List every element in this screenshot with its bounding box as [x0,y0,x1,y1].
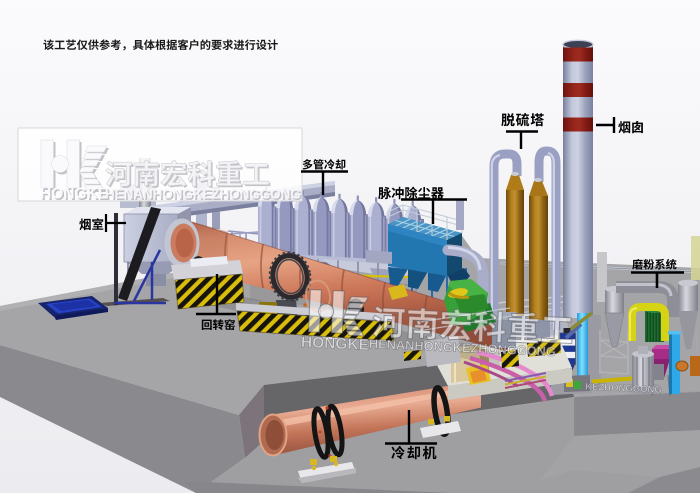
svg-text:KEZHONGGONG: KEZHONGGONG [585,381,662,395]
svg-text:HENANHONGKEZHONGGONG: HENANHONGKEZHONGGONG [107,188,303,203]
svg-text:HONGKE: HONGKE [40,186,108,203]
svg-text:HENANHONGKEZHONGGONG: HENANHONGKEZHONGGONG [105,187,301,202]
svg-text:HONGKE: HONGKE [301,334,370,354]
svg-text:HONGKE: HONGKE [42,187,110,204]
